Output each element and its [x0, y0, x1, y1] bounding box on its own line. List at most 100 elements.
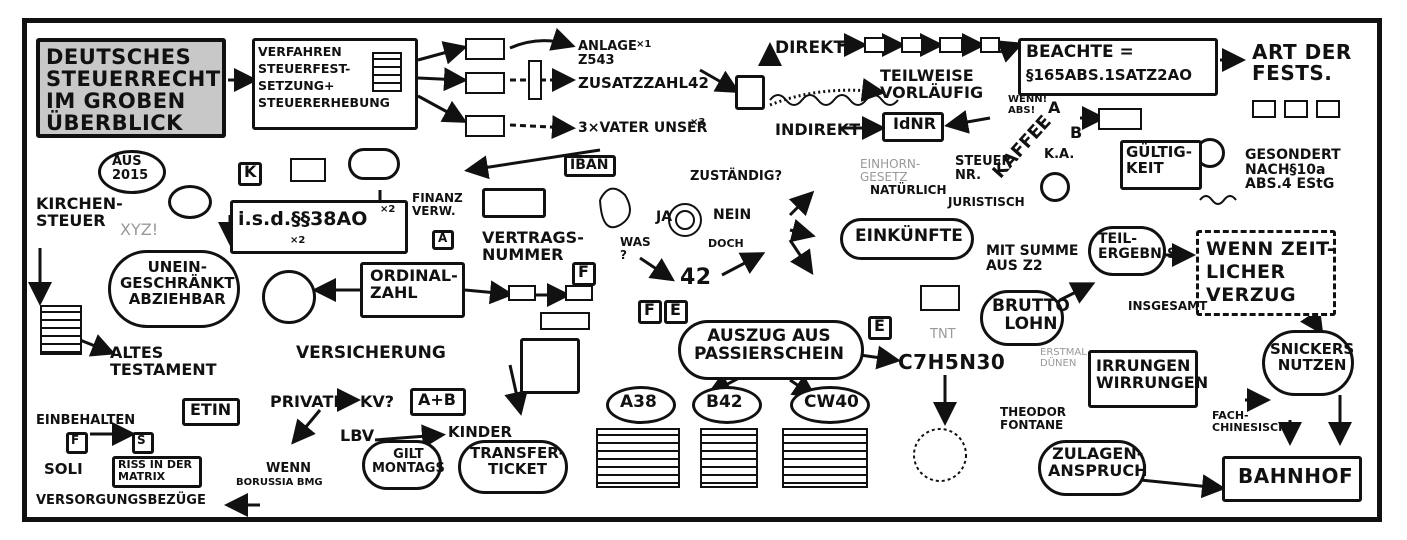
money-bag-icon [1040, 172, 1070, 202]
idnr-box [882, 112, 944, 142]
a-label: A [1048, 98, 1061, 117]
chain-doc-3 [939, 37, 963, 53]
lbv-label: LBV [340, 426, 375, 445]
form-icon [372, 52, 402, 92]
art-festsetzung-label: ART DER FESTS. [1252, 40, 1352, 85]
f3-label: F [71, 433, 80, 447]
cw40-label: CW40 [804, 392, 859, 412]
transfer-cloud [458, 440, 568, 494]
anlage-label: ANLAGE Z543 [578, 39, 637, 68]
e1-label: E [670, 300, 681, 319]
stack-icon [735, 75, 765, 110]
document-a38 [596, 428, 680, 488]
idnr-label: IdNR [893, 114, 937, 133]
thought-cloud-icon [348, 148, 400, 180]
snickers-cloud [1262, 330, 1354, 396]
einhorn-label: EINHORN- GESETZ [860, 157, 921, 184]
isd-multiplier-1: ×2 [380, 204, 396, 215]
nein-label: NEIN [713, 207, 752, 223]
xyz-label: XYZ! [120, 220, 159, 239]
vertragsnummer-label: VERTRAGS- NUMMER [482, 228, 584, 264]
juristisch-label: JURISTISCH [948, 195, 1025, 209]
zustaendig-label: ZUSTÄNDIG? [690, 169, 782, 184]
document-b42 [700, 428, 758, 488]
kirchensteuer-label: KIRCHEN- STEUER [36, 194, 123, 230]
transfer-label: TRANSFER- TICKET [470, 444, 566, 478]
vater-unser-label: 3×VATER UNSER [578, 120, 708, 136]
gueltigkeit-box [1120, 140, 1202, 190]
title-box: DEUTSCHES STEUERRECHT IM GROBEN ÜBERBLIC… [36, 38, 226, 138]
title-line-1: DEUTSCHES [46, 45, 192, 69]
irrungen-label: IRRUNGEN WIRRUNGEN [1096, 356, 1209, 392]
steuer-nr-label: STEUER NR. [955, 154, 1012, 183]
riss-box [112, 456, 202, 488]
paragraph165-label: §165ABS.1SATZ2AO [1026, 66, 1192, 84]
doc-icon-2 [465, 72, 505, 94]
zusatzzahl-label: ZUSATZZAHL42 [578, 74, 709, 92]
auszug-label: AUSZUG AUS PASSIERSCHEIN [694, 326, 844, 364]
a-small-box [432, 230, 454, 250]
b42-oval [692, 386, 762, 424]
mit-summe-label: MIT SUMME AUS Z2 [986, 243, 1079, 274]
wenn-bmg-label: WENN [266, 461, 311, 476]
f1-box [572, 262, 596, 286]
zulagen-label: ZULAGEN- ANSPRUCH [1048, 444, 1148, 480]
e2-label: E [874, 316, 885, 335]
beachte-label: BEACHTE = [1026, 42, 1134, 62]
gilt-montags-cloud [362, 440, 442, 490]
ticket-frame-icon [920, 285, 960, 311]
uneingeschraenkt-label: UNEIN- GESCHRÄNKT ABZIEHBAR [120, 258, 235, 308]
f2-box [638, 300, 662, 324]
flow-doc-a [1252, 100, 1276, 118]
einkuenfte-cloud [840, 218, 974, 260]
s-label: S [137, 433, 146, 447]
fachchinesisch-label: FACH- CHINESISCH [1212, 409, 1288, 434]
direkt-label: DIREKT [775, 38, 845, 58]
gesondert-label: GESONDERT NACH§10a ABS.4 EStG [1245, 147, 1341, 193]
iban-box [564, 155, 616, 177]
brutto-cloud [980, 290, 1064, 346]
private-label: PRIVATE [270, 392, 345, 411]
einbehalten-label: EINBEHALTEN [36, 413, 136, 428]
e1-box [664, 300, 688, 324]
iban-label: IBAN [570, 157, 609, 173]
uneingeschraenkt-cloud [108, 250, 240, 328]
etin-label: ETIN [190, 400, 232, 419]
teilergebnis-cloud [1088, 226, 1166, 276]
f3-box [66, 432, 88, 454]
einkuenfte-label: EINKÜNFTE [855, 226, 963, 246]
flow-doc-b [1284, 100, 1308, 118]
s-box [132, 432, 154, 454]
a38-oval [606, 386, 676, 424]
rail-ticket-icon [508, 285, 536, 301]
gilt-montags-label: GILT MONTAGS [372, 447, 445, 476]
coin-icon [168, 185, 212, 219]
brutto-label: BRUTTO LOHN [992, 296, 1070, 334]
erstmal-label: ERSTMAL DÜNEN [1040, 347, 1087, 369]
versicherung-label: VERSICHERUNG [296, 343, 446, 363]
verfahren-label: VERFAHREN STEUERFEST- SETZUNG+ STEUERERH… [258, 44, 390, 110]
chain-doc-2 [901, 37, 923, 53]
document-cw40 [782, 428, 868, 488]
flow-doc-c [1316, 100, 1340, 118]
tnt-label: TNT [930, 327, 956, 342]
verfahren-box [252, 38, 418, 130]
kv-label: KV? [360, 392, 395, 411]
auszug-cloud [678, 320, 864, 380]
versorgung-label: VERSORGUNGSBEZÜGE [36, 493, 206, 508]
aus2015-label: AUS 2015 [112, 154, 149, 183]
indirekt-label: INDIREKT [775, 120, 861, 139]
a-small-label: A [438, 231, 448, 245]
doc-icon-3 [465, 115, 505, 137]
anlage-multiplier: ×1 [636, 39, 652, 50]
beachte-box [1018, 38, 1218, 96]
exclamation-doc-box [520, 338, 580, 394]
isd-label: i.s.d.§§38AO [238, 208, 368, 230]
zulagen-cloud [1038, 440, 1146, 496]
ordinalzahl-box [360, 262, 465, 318]
etin-box [182, 398, 240, 426]
rail-ticket-icon-2 [565, 285, 593, 301]
riss-label: RISS IN DER MATRIX [118, 458, 192, 483]
f2-label: F [644, 300, 655, 319]
ab-box [410, 388, 466, 416]
